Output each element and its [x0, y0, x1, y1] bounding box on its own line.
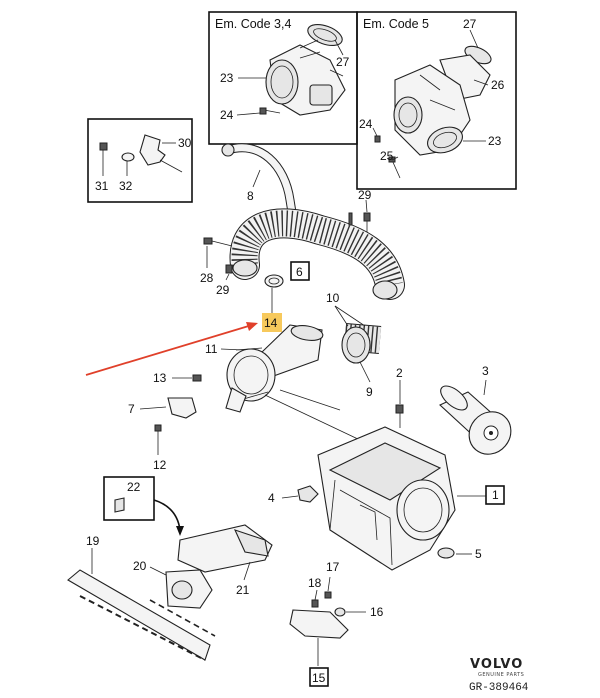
callout-27-em5: 27 [463, 17, 477, 31]
callout-11: 11 [205, 342, 218, 356]
bracket-15-part [289, 591, 349, 639]
diagram-reference: GR-389464 [469, 682, 529, 694]
callout-32: 32 [119, 179, 133, 193]
throttle-body-5-part [374, 45, 492, 179]
callout-14: 14 [264, 316, 278, 330]
callout-12: 12 [153, 458, 167, 472]
volvo-logo: VOLVO [470, 657, 523, 672]
volvo-genuine-parts-text: GENUINE PARTS [478, 672, 524, 678]
callout-8: 8 [247, 189, 254, 203]
callout-30: 30 [178, 136, 192, 150]
highlight-arrow [85, 322, 258, 376]
air-filter-housing-part [317, 426, 456, 571]
bracket-7-part [167, 397, 197, 419]
callout-26: 26 [491, 78, 505, 92]
inset-frame-sensor [87, 118, 193, 203]
callout-6: 6 [296, 265, 303, 279]
callout-9: 9 [366, 385, 373, 399]
callout-23-em34: 23 [220, 71, 234, 85]
callout-23-em5: 23 [488, 134, 502, 148]
callout-24-em34: 24 [220, 108, 234, 122]
callout-10: 10 [326, 291, 340, 305]
callout-box-22 [103, 476, 155, 521]
callout-box-15 [309, 667, 329, 687]
throttle-body-34-part [259, 23, 346, 116]
callout-31: 31 [95, 179, 109, 193]
callout-7: 7 [128, 402, 135, 416]
callout-17: 17 [326, 560, 340, 574]
inset-sensor: 30 31 32 [87, 118, 193, 203]
air-filter-3-part [439, 385, 512, 455]
bolt-2-part [395, 404, 404, 414]
breather-hose-part [221, 143, 299, 230]
bolt-28-part [203, 237, 233, 274]
callout-20: 20 [133, 559, 147, 573]
callout-25: 25 [380, 149, 394, 163]
inset-frame-5 [356, 11, 517, 190]
callout-29-upper: 29 [358, 188, 372, 202]
callout-1: 1 [492, 488, 499, 502]
bellows-part [341, 323, 382, 364]
bolt-12-part [154, 424, 162, 432]
panel-19-part [67, 569, 216, 661]
intake-hose-part [229, 208, 405, 300]
callout-box-6 [290, 261, 310, 281]
callout-4: 4 [268, 491, 275, 505]
callout-27-em34: 27 [336, 55, 350, 69]
callout-box-1 [485, 485, 505, 505]
intake-duct-21-part [177, 524, 273, 573]
callout-2: 2 [396, 366, 403, 380]
o-ring-14-part [264, 274, 284, 288]
bolt-13-part [192, 374, 202, 382]
sensor-part [99, 134, 183, 173]
callout-15: 15 [312, 671, 326, 685]
inset-em-code-5: Em. Code 5 27 26 23 24 25 [356, 11, 517, 190]
inlet-20-part [165, 569, 213, 609]
callout-21: 21 [236, 583, 250, 597]
callout-22: 22 [127, 480, 141, 494]
callout-13: 13 [153, 371, 167, 385]
highlight-14 [262, 313, 282, 332]
callout-19: 19 [86, 534, 100, 548]
mount-5-part [437, 547, 455, 559]
callout-29-lower: 29 [216, 283, 230, 297]
inset-em-code-34: Em. Code 3,4 23 24 27 [208, 11, 358, 145]
grommet-4-part [297, 485, 319, 503]
callout-24-em5: 24 [359, 117, 373, 131]
bolt-29-upper-part [348, 212, 371, 232]
inset-title-34: Em. Code 3,4 [215, 17, 291, 31]
throttle-housing-part [225, 324, 324, 413]
callout-18: 18 [308, 576, 322, 590]
inset-title-5: Em. Code 5 [363, 17, 429, 31]
callout-3: 3 [482, 364, 489, 378]
callout-28: 28 [200, 271, 214, 285]
callout-16: 16 [370, 605, 384, 619]
clip-22-part [114, 497, 125, 513]
callout-5: 5 [475, 547, 482, 561]
